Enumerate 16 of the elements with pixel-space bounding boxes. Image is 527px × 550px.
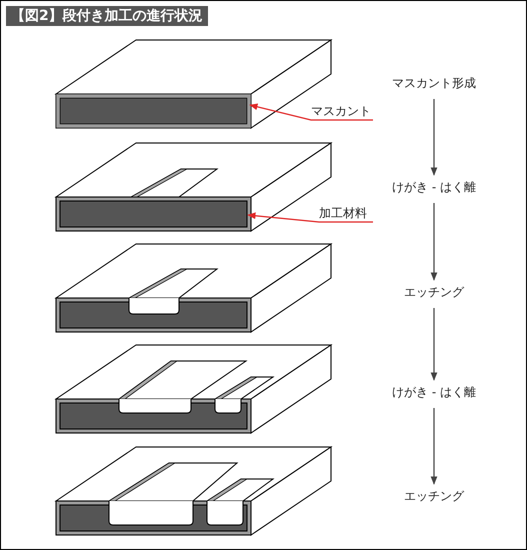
flow-arrow bbox=[430, 408, 438, 485]
flow-arrow bbox=[430, 99, 438, 176]
leader-line bbox=[249, 104, 373, 121]
callout-label: マスカント bbox=[311, 103, 372, 119]
step-label: エッチング bbox=[403, 284, 466, 300]
flow-arrow bbox=[430, 203, 438, 281]
callout-label: 加工材料 bbox=[319, 205, 368, 221]
leader-line bbox=[247, 212, 373, 223]
step-label: エッチング bbox=[403, 488, 466, 504]
flow-arrow bbox=[430, 308, 438, 381]
step-label: けがき - はく離 bbox=[391, 384, 477, 400]
masking-layer bbox=[56, 94, 251, 128]
workpiece-core bbox=[60, 200, 248, 228]
step-label: マスカント形成 bbox=[391, 75, 477, 91]
step-label: けがき - はく離 bbox=[391, 179, 477, 195]
figure-title: 【図2】段付き加工の進行状況 bbox=[6, 6, 208, 26]
